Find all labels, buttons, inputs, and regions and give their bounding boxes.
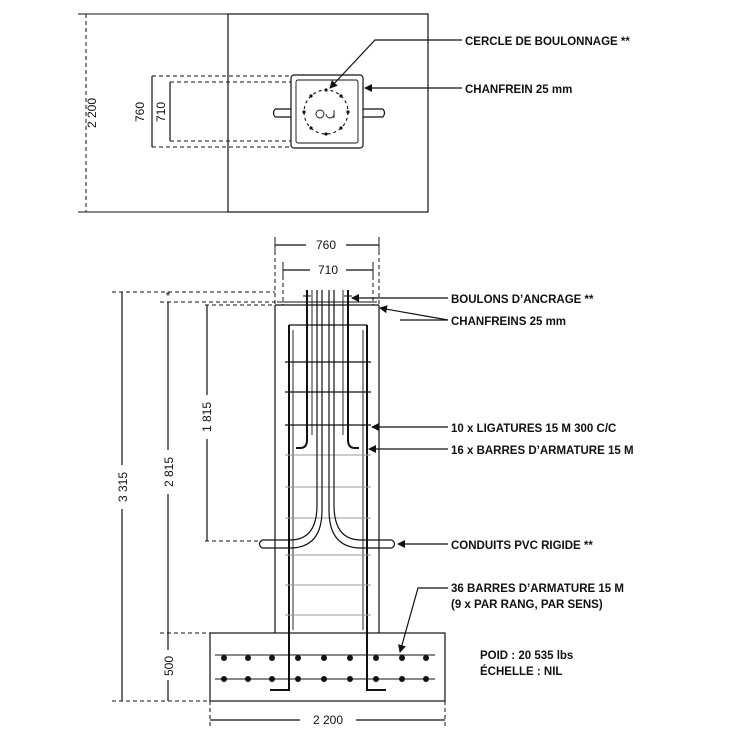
label-conduits: CONDUITS PVC RIGIDE ** [451, 540, 593, 552]
elev-dim-top-outer: 760 [316, 238, 336, 252]
elev-dim-pier: 2 815 [162, 457, 176, 487]
label-anchor-bolts: BOULONS D’ANCRAGE ** [451, 294, 594, 306]
leader-bolt-circle [329, 39, 462, 89]
label-ties: 10 x LIGATURES 15 M 300 C/C [451, 423, 616, 435]
plan-dim-outer: 760 [133, 102, 147, 122]
plan-conduit-left [272, 108, 291, 118]
rebar-vertical-right [366, 325, 386, 691]
label-scale: ÉCHELLE : NIL [480, 665, 562, 678]
plan-bolt-dots [302, 88, 350, 136]
plan-pier-chamfer-inner [295, 79, 359, 144]
elev-dim-top-inner: 710 [318, 263, 338, 277]
label-chamfer: CHANFREIN 25 mm [465, 84, 572, 96]
label-bars-16: 16 x BARRES D’ARMATURE 15 M [451, 445, 634, 457]
pvc-conduit [258, 290, 396, 549]
leader-chamfers [379, 305, 449, 321]
anchor-bolt-right [347, 290, 359, 449]
elev-dim-total: 3 315 [116, 472, 130, 502]
elev-dim-bottom: 2 200 [313, 713, 343, 727]
plan-conduit-glyph [315, 109, 335, 119]
anchor-bolt-left [296, 290, 308, 449]
rebar-ties [285, 361, 371, 616]
plan-dim-inner: 710 [154, 102, 168, 122]
plan-conduit-right [363, 108, 386, 118]
plan-footing-outline [227, 13, 429, 213]
label-bars-36-line2: (9 x PAR RANG, PAR SENS) [451, 599, 603, 611]
rebar-vertical-left [270, 325, 290, 691]
pier-outline [274, 304, 380, 633]
plan-pier-outline [290, 74, 364, 149]
label-bars-36-line1: 36 BARRES D’ARMATURE 15 M [451, 583, 624, 595]
leader-bars-36 [398, 587, 448, 653]
label-weight: POID : 20 535 lbs [480, 650, 573, 662]
plan-view: 2 200 760 710 CERCLE DE BOULONNAGE ** CH… [78, 13, 630, 213]
footing-rebar-dots [221, 655, 429, 682]
elev-asterisk: * [166, 289, 171, 303]
elev-dim-footing: 500 [162, 656, 176, 676]
elevation-view: 760 710 [112, 237, 634, 728]
elev-dim-upper: 1 815 [200, 402, 214, 432]
label-chamfers: CHANFREINS 25 mm [451, 316, 566, 328]
plan-dim-width: 2 200 [85, 98, 99, 128]
label-bolt-circle: CERCLE DE BOULONNAGE ** [465, 36, 630, 48]
footing-outline [209, 632, 446, 702]
